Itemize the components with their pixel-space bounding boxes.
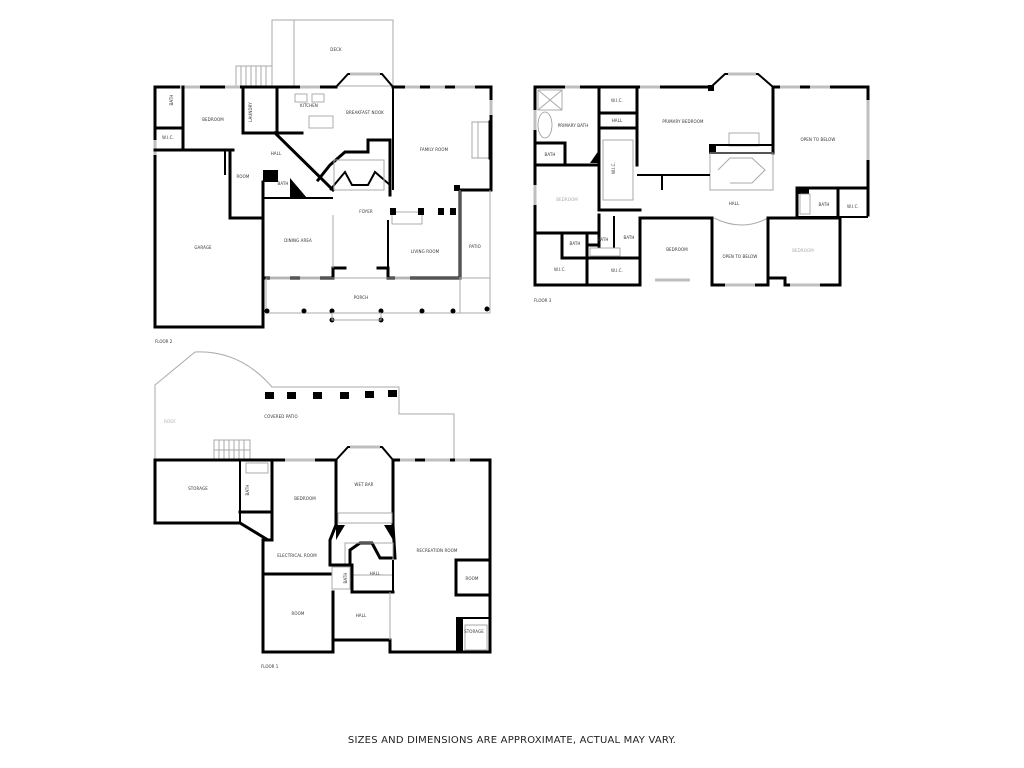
room-label-bath-small: BATH bbox=[544, 152, 555, 157]
floor-2-plan: DECK BATH W.I.C. BEDROOM LAUNDRY KITCHEN… bbox=[153, 19, 493, 344]
room-label-recreation-room: RECREATION ROOM bbox=[417, 548, 458, 553]
room-label-bath-small: BATH bbox=[343, 572, 348, 583]
room-label-kitchen: KITCHEN bbox=[300, 103, 318, 108]
room-label-porch: PORCH bbox=[354, 295, 368, 300]
room-label-wet-bar: WET BAR bbox=[354, 482, 373, 487]
room-label-garage: GARAGE bbox=[194, 245, 212, 250]
room-label-patio: PATIO bbox=[469, 244, 481, 249]
room-label-bath-b: BATH bbox=[597, 237, 608, 242]
room-label-hall-top: HALL bbox=[612, 118, 623, 123]
room-label-bedroom: BEDROOM bbox=[202, 117, 224, 122]
room-label-living-room: LIVING ROOM bbox=[411, 249, 440, 254]
floor-1-plan: ROOF COVERED PATIO STORAGE BATH BEDROOM … bbox=[153, 351, 492, 669]
room-label-laundry: LAUNDRY bbox=[248, 102, 253, 122]
room-label-room: ROOM bbox=[237, 174, 250, 179]
room-label-storage-left: STORAGE bbox=[188, 486, 208, 491]
room-label-wic-bl: W.I.C. bbox=[554, 267, 566, 272]
room-label-hall: HALL bbox=[271, 151, 282, 156]
room-label-primary-bedroom: PRIMARY BEDROOM bbox=[662, 119, 704, 124]
room-label-wic-bm: W.I.C. bbox=[611, 268, 623, 273]
room-label-foyer: FOYER bbox=[359, 209, 373, 214]
room-label-hall-lower: HALL bbox=[356, 613, 367, 618]
floor-1-label: FLOOR 1 bbox=[261, 664, 279, 669]
room-label-deck: DECK bbox=[330, 47, 342, 52]
room-label-wic: W.I.C. bbox=[162, 135, 174, 140]
room-label-storage-right: STORAGE bbox=[464, 629, 484, 634]
room-label-bath: BATH bbox=[169, 94, 174, 105]
floor-3-plan: PRIMARY BATH W.I.C. HALL PRIMARY BEDROOM… bbox=[533, 72, 870, 303]
disclaimer-text: SIZES AND DIMENSIONS ARE APPROXIMATE, AC… bbox=[347, 735, 677, 746]
floor-2-label: FLOOR 2 bbox=[155, 339, 173, 344]
room-label-family-room: FAMILY ROOM bbox=[420, 147, 449, 152]
room-label-primary-bath: PRIMARY BATH bbox=[558, 123, 589, 128]
room-label-bath-2: BATH bbox=[277, 181, 288, 186]
room-label-room-left: ROOM bbox=[292, 611, 305, 616]
room-label-wic-mid: W.I.C. bbox=[611, 162, 616, 174]
room-label-wic-right: W.I.C. bbox=[847, 204, 859, 209]
room-label-wic-top: W.I.C. bbox=[611, 98, 623, 103]
room-label-hall: HALL bbox=[729, 201, 740, 206]
room-label-dining-area: DINING AREA bbox=[284, 238, 312, 243]
room-label-breakfast-nook: BREAKFAST NOOK bbox=[346, 110, 384, 115]
side-label: ROOF bbox=[164, 419, 176, 424]
room-label-bath: BATH bbox=[245, 484, 250, 495]
room-label-open-to-below-right: OPEN TO BELOW bbox=[801, 137, 836, 142]
room-label-bath-a: BATH bbox=[569, 241, 580, 246]
room-label-bedroom-right: BEDROOM bbox=[792, 248, 814, 253]
floor-3-label: FLOOR 3 bbox=[534, 298, 552, 303]
room-label-electrical-room: ELECTRICAL ROOM bbox=[277, 553, 317, 558]
room-label-bedroom-left: BEDROOM bbox=[556, 197, 578, 202]
room-label-bath-c: BATH bbox=[623, 235, 634, 240]
room-label-bath-right: BATH bbox=[818, 202, 829, 207]
room-label-bedroom: BEDROOM bbox=[294, 496, 316, 501]
room-label-bedroom-mid: BEDROOM bbox=[666, 247, 688, 252]
room-label-hall-upper: HALL bbox=[370, 571, 381, 576]
room-label-open-to-below-mid: OPEN TO BELOW bbox=[723, 254, 758, 259]
room-label-room-right: ROOM bbox=[466, 576, 479, 581]
room-label-covered-patio: COVERED PATIO bbox=[264, 414, 297, 419]
